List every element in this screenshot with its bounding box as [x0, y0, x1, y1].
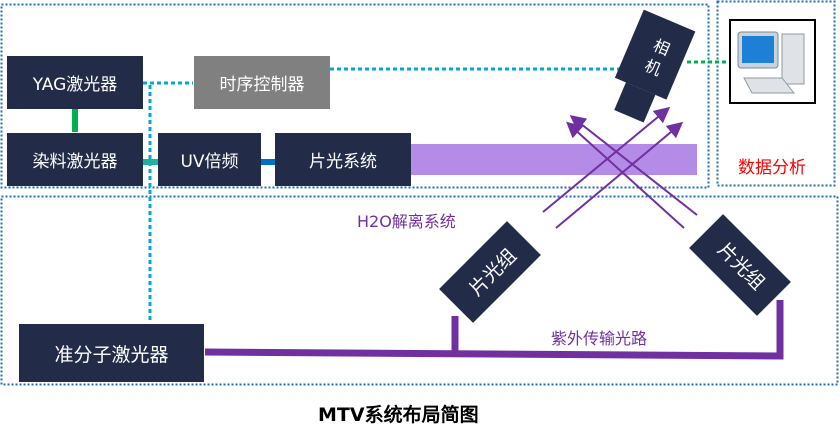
laser-region-border: [0, 3, 710, 189]
yag-laser-block: YAG激光器: [7, 56, 143, 109]
yag-dye-connector: [72, 108, 78, 132]
laser-sheet-beam: [410, 144, 697, 175]
beam-arrow: [566, 121, 685, 229]
dye-laser-block: 染料激光器: [7, 133, 143, 186]
uv-path-label: 紫外传输光路: [551, 329, 648, 348]
h2o-system-label: H2O解离系统: [357, 212, 456, 231]
data-analysis-label: 数据分析: [738, 158, 806, 178]
uv-doubler-block: UV倍频: [158, 133, 261, 186]
dye-uv-connector: [143, 159, 159, 165]
h2o-region-border: [0, 195, 839, 386]
computer-icon: [729, 19, 816, 104]
timing-controller-block: 时序控制器: [194, 56, 330, 109]
excimer-laser-block: 准分子激光器: [19, 324, 204, 382]
sheet-group-left: [439, 221, 541, 323]
diagram-title: MTV系统布局简图: [318, 404, 479, 426]
camera: [614, 9, 696, 123]
data-region-border: [716, 0, 836, 187]
uv-path-main: [204, 300, 784, 360]
beam-arrow: [569, 115, 698, 216]
beam-arrow: [542, 106, 671, 213]
sheet-group-right: [689, 214, 791, 316]
sheet-optics-block: 片光系统: [275, 133, 411, 186]
beam-arrow: [555, 121, 684, 229]
uv-sheet-connector: [261, 159, 276, 165]
